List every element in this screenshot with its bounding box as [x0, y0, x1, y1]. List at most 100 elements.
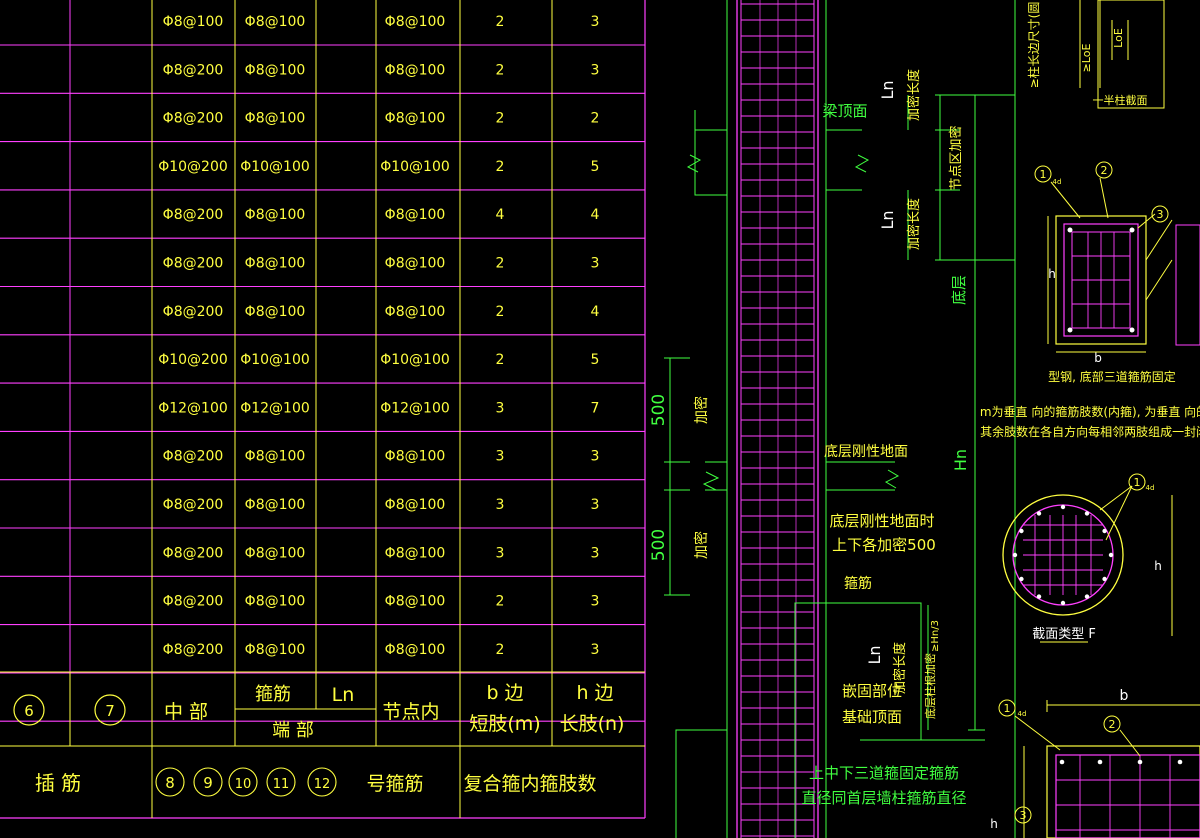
stirrup-header: 箍筋: [255, 684, 291, 705]
cell-node-stirrup: Φ8@100: [385, 642, 446, 658]
cell-end-stirrup: Φ8@100: [245, 14, 306, 30]
note-line-1: m为垂直 向的箍筋肢数(内箍), 为垂直 向的箍: [980, 404, 1200, 419]
circle-h-label: h: [1154, 559, 1162, 573]
short-leg-header: 短肢(m): [469, 713, 540, 735]
tag-1-rect: 1: [1040, 168, 1047, 181]
ln-top-label: Ln: [878, 80, 897, 99]
beam-top-label: 梁顶面: [822, 102, 867, 120]
column-7-circle: [94, 694, 126, 726]
node-zone-label: 节点区加密: [948, 125, 964, 190]
end-header: 端 部: [272, 720, 314, 741]
cell-long-leg: 3: [591, 256, 600, 272]
densify-length-mid: 加密长度: [906, 198, 922, 250]
cell-short-leg: 2: [496, 62, 505, 78]
tag-1-rect-sub: 4d: [1053, 178, 1062, 186]
cell-node-stirrup: Φ12@100: [380, 400, 450, 416]
min-column-side-label: ≥柱长边尺寸(圆: [1026, 2, 1041, 89]
tag-1-bottom-sub: 4d: [1018, 710, 1027, 718]
cell-end-stirrup: Φ8@100: [245, 304, 306, 320]
cell-node-stirrup: Φ8@100: [385, 256, 446, 272]
cell-node-stirrup: Φ8@100: [385, 304, 446, 320]
stirrup-no-label: 11: [273, 777, 290, 792]
cell-middle-stirrup: Φ8@200: [163, 304, 224, 320]
cell-node-stirrup: Φ8@100: [385, 207, 446, 223]
cell-middle-stirrup: Φ8@200: [163, 497, 224, 513]
column-6-circle: [13, 694, 45, 726]
cell-middle-stirrup: Φ10@200: [158, 159, 228, 175]
tag-1-bottom: 1: [1004, 702, 1011, 715]
stirrup-number-label: 号箍筋: [366, 773, 423, 795]
dim-500-bottom: 500: [649, 529, 669, 561]
cell-short-leg: 3: [496, 400, 505, 416]
bottom-note-2: 直径同首层墙柱箍筋直径: [801, 789, 966, 807]
ln-header: Ln: [332, 684, 355, 706]
dim-500-top: 500: [649, 394, 669, 426]
stirrup-no-circle: [155, 767, 185, 797]
cell-long-leg: 5: [591, 159, 600, 175]
cell-long-leg: 2: [591, 111, 600, 127]
densify-length-top: 加密长度: [906, 69, 922, 121]
rect-section-h: h: [1048, 267, 1056, 281]
cell-long-leg: 3: [591, 642, 600, 658]
rigid-ground-note-2: 上下各加密500: [832, 536, 936, 554]
cell-long-leg: 5: [591, 352, 600, 368]
column-6-label: 6: [24, 702, 34, 720]
cell-node-stirrup: Φ8@100: [385, 497, 446, 513]
cell-long-leg: 3: [591, 449, 600, 465]
cell-long-leg: 3: [591, 594, 600, 610]
cell-short-leg: 2: [496, 14, 505, 30]
cell-end-stirrup: Φ8@100: [245, 256, 306, 272]
cell-end-stirrup: Φ8@100: [245, 62, 306, 78]
cell-long-leg: 7: [591, 400, 600, 416]
tag-1-circle: 1: [1134, 476, 1141, 489]
middle-header: 中 部: [164, 701, 208, 723]
cell-node-stirrup: Φ8@100: [385, 111, 446, 127]
cell-short-leg: 2: [496, 594, 505, 610]
stirrup-no-circle: [266, 767, 296, 797]
bottom-b-label: b: [1120, 688, 1129, 704]
cell-end-stirrup: Φ8@100: [245, 642, 306, 658]
cell-short-leg: 3: [496, 497, 505, 513]
cell-middle-stirrup: Φ8@200: [163, 594, 224, 610]
cell-middle-stirrup: Φ8@200: [163, 256, 224, 272]
anchor-label-1: 嵌固部位: [842, 682, 902, 700]
composite-legs-label: 复合箍内箍肢数: [463, 773, 596, 795]
cell-middle-stirrup: Φ8@200: [163, 449, 224, 465]
stirrup-no-circle: [193, 767, 223, 797]
node-header: 节点内: [382, 701, 439, 723]
cell-middle-stirrup: Φ10@200: [158, 352, 228, 368]
cell-end-stirrup: Φ8@100: [245, 545, 306, 561]
insert-bar-label: 插 筋: [35, 771, 81, 795]
tag-3-rect: 3: [1157, 208, 1164, 221]
stirrup-no-label: 10: [235, 777, 252, 792]
cell-end-stirrup: Φ8@100: [245, 449, 306, 465]
stirrup-no-circle: [228, 767, 258, 797]
cell-end-stirrup: Φ8@100: [245, 594, 306, 610]
rect-section: h b 型钢, 底部三道箍筋固定: [1047, 177, 1176, 384]
cell-short-leg: 2: [496, 111, 505, 127]
column-root-densify: 底层柱根加密: [923, 653, 937, 719]
loe-label-2: LoE: [1112, 28, 1125, 48]
densify-length-bottom: 加密长度: [892, 642, 908, 694]
bottom-layer-label: 底层: [950, 275, 968, 305]
cell-long-leg: 3: [591, 545, 600, 561]
stirrup-table-grid: [0, 0, 646, 819]
cell-short-leg: 2: [496, 642, 505, 658]
stirrup-no-circle: [307, 767, 337, 797]
cell-long-leg: 4: [591, 304, 600, 320]
cell-long-leg: 4: [591, 207, 600, 223]
hn-label: Hn: [951, 449, 970, 471]
ln-mid-label: Ln: [878, 210, 897, 229]
cell-end-stirrup: Φ8@100: [245, 497, 306, 513]
cell-middle-stirrup: Φ8@200: [163, 207, 224, 223]
cell-long-leg: 3: [591, 14, 600, 30]
rigid-ground-note-1: 底层刚性地面时: [829, 512, 934, 530]
cell-short-leg: 3: [496, 449, 505, 465]
cell-node-stirrup: Φ10@100: [380, 159, 450, 175]
cell-long-leg: 3: [591, 62, 600, 78]
cell-end-stirrup: Φ10@100: [240, 159, 310, 175]
cell-middle-stirrup: Φ8@200: [163, 62, 224, 78]
densify-label-top: 加密: [693, 396, 710, 424]
cell-short-leg: 2: [496, 352, 505, 368]
